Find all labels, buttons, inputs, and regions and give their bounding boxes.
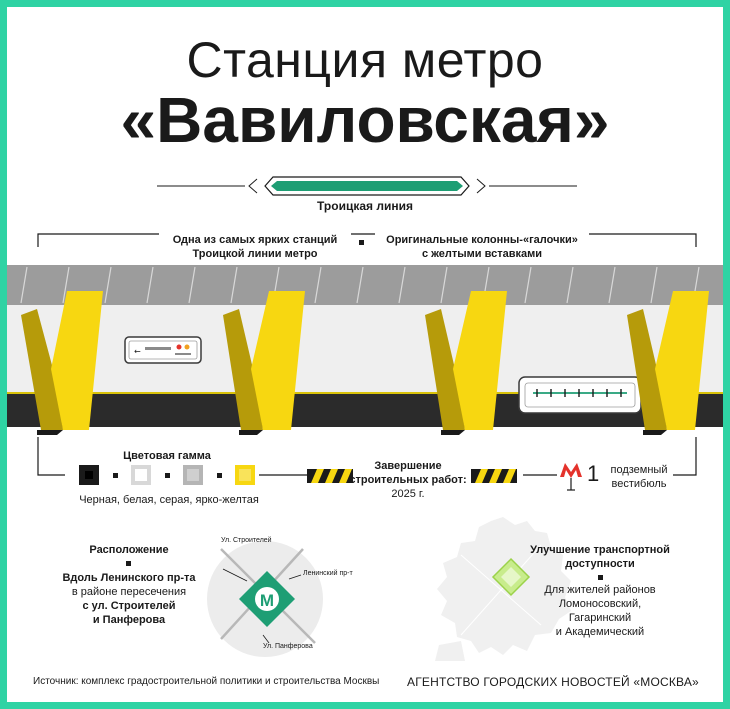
completion-line1: Завершение <box>374 460 442 472</box>
vestibule-line1: подземный <box>610 464 668 476</box>
caption-columns: Оригинальные колонны-«галочки» с желтыми… <box>375 233 589 261</box>
location-map: М <box>207 541 323 657</box>
source-note: Источник: комплекс градостроительной пол… <box>33 676 380 687</box>
transport-line4: и Академический <box>555 626 645 638</box>
vestibule-text: подземный вестибюль <box>603 463 675 491</box>
metro-logo-icon <box>560 463 582 491</box>
swatch-gray <box>183 465 203 485</box>
map-logo: М <box>260 591 274 610</box>
ceiling <box>7 265 723 305</box>
palette-title: Цветовая гамма <box>123 450 211 462</box>
swatch-white <box>131 465 151 485</box>
line-map-board <box>518 376 642 414</box>
location-line2: в районе пересечения <box>71 586 187 598</box>
location-line4: и Панферова <box>92 614 166 626</box>
agency-name: АГЕНТСТВО ГОРОДСКИХ НОВОСТЕЙ «МОСКВА» <box>407 675 699 689</box>
caption-columns-line2: с желтыми вставками <box>421 248 543 260</box>
location-text: Вдоль Ленинского пр-та в районе пересече… <box>59 571 199 627</box>
line-name: Троицкая линия <box>317 199 413 213</box>
bottom-bracket <box>37 437 697 476</box>
transport-line3: Гагаринский <box>568 612 632 624</box>
hazard-stripe-icon <box>307 469 353 483</box>
line-badge <box>157 176 577 196</box>
title-line2: «Вавиловская» <box>120 84 610 156</box>
location-line3: с ул. Строителей <box>82 600 176 612</box>
moscow-map <box>435 517 571 661</box>
map-label-stroiteley: Ул. Строителей <box>221 537 272 544</box>
swatch-separator <box>113 473 118 478</box>
caption-brightest-line1: Одна из самых ярких станций <box>172 234 338 246</box>
location-title: Расположение <box>89 544 169 556</box>
swatch-black <box>79 465 99 485</box>
swatch-separator <box>217 473 222 478</box>
transport-title-line2: доступности <box>565 558 635 570</box>
caption-brightest-line2: Троицкой линии метро <box>192 248 318 260</box>
vestibule-count: 1 <box>587 461 600 486</box>
ceiling-lines <box>20 266 700 304</box>
hazard-stripe-icon <box>471 469 517 483</box>
transport-text: Для жителей районов Ломоносовский, Гагар… <box>515 583 685 639</box>
caption-bullet <box>359 240 364 245</box>
completion-year: 2025 г. <box>391 488 425 500</box>
caption-columns-line1: Оригинальные колонны-«галочки» <box>386 234 578 246</box>
column-1 <box>21 291 103 435</box>
transport-title: Улучшение транспортной доступности <box>515 543 685 571</box>
transport-bullet <box>598 575 603 580</box>
palette-caption: Черная, белая, серая, ярко-желтая <box>79 494 259 506</box>
vestibule-line2: вестибюль <box>611 478 667 490</box>
map-label-leninsky: Ленинский пр-т <box>303 570 353 577</box>
completion-line2: строительных работ: <box>349 474 467 486</box>
location-line1: Вдоль Ленинского пр-та <box>62 572 196 584</box>
sign-board-icon: ← <box>124 336 202 364</box>
transport-line1: Для жителей районов <box>544 584 656 596</box>
column-3 <box>425 291 507 435</box>
svg-text:←: ← <box>134 347 141 356</box>
swatch-separator <box>165 473 170 478</box>
location-bullet <box>126 561 131 566</box>
column-4 <box>627 291 709 435</box>
transport-title-line1: Улучшение транспортной <box>530 544 670 556</box>
top-bracket <box>37 233 697 247</box>
caption-brightest: Одна из самых ярких станций Троицкой лин… <box>159 233 351 261</box>
title-line1: Станция метро <box>186 32 544 88</box>
transport-line2: Ломоносовский, <box>558 598 642 610</box>
station-illustration: ← <box>7 265 723 435</box>
completion-text: Завершение строительных работ: <box>345 459 471 487</box>
map-label-panferova: Ул. Панферова <box>263 643 313 650</box>
swatch-yellow <box>235 465 255 485</box>
column-2 <box>223 291 305 435</box>
